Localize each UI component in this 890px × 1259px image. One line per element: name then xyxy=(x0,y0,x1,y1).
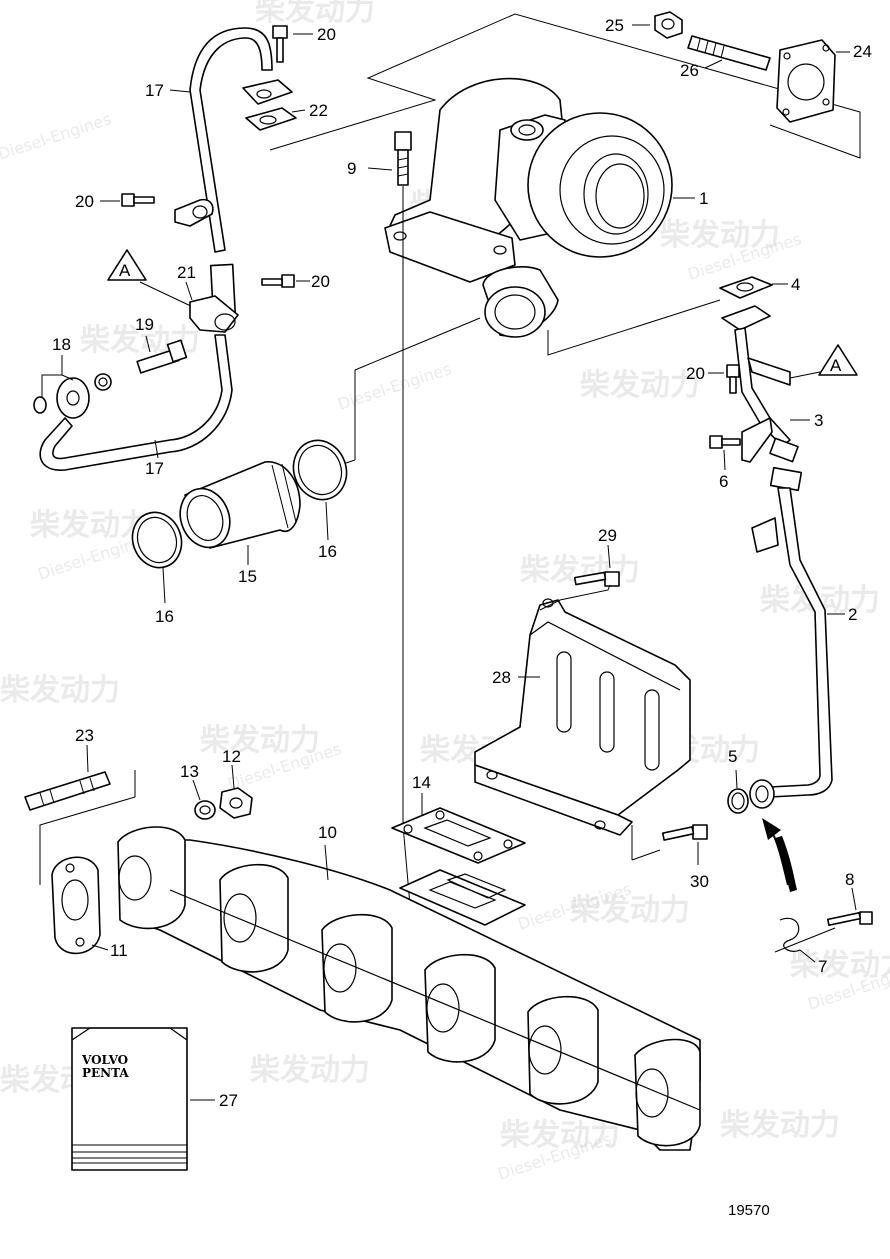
callout-3: 3 xyxy=(814,411,823,430)
callout-18: 18 xyxy=(52,335,71,354)
callout-21: 21 xyxy=(177,263,196,282)
banjo-bolt-19 xyxy=(136,339,188,374)
washer-13 xyxy=(194,800,216,820)
nut-25 xyxy=(654,11,683,39)
callout-24: 24 xyxy=(853,42,872,61)
turbocharger xyxy=(384,77,673,338)
callout-28: 28 xyxy=(492,668,511,687)
gasket-4 xyxy=(719,276,773,299)
callout-16-right: 16 xyxy=(318,542,337,561)
watermark-brand: 柴发动力 xyxy=(570,893,690,928)
callout-20-right: 20 xyxy=(686,364,705,383)
oil-feed-pipe-3 xyxy=(721,305,799,463)
callout-8: 8 xyxy=(845,870,854,889)
callout-13: 13 xyxy=(180,762,199,781)
nut-12 xyxy=(219,787,253,819)
callout-14: 14 xyxy=(412,773,431,792)
clip-7 xyxy=(779,917,801,952)
diagram-reference-number: 19570 xyxy=(728,1202,770,1219)
gasket-11 xyxy=(51,856,101,955)
callout-6: 6 xyxy=(719,472,728,491)
clamp-upper xyxy=(174,198,214,227)
reference-marker-a-left: A xyxy=(107,249,147,281)
direction-arrow xyxy=(762,818,797,892)
watermark-brand: 柴发动力 xyxy=(500,1118,620,1153)
callout-25: 25 xyxy=(605,16,624,35)
callout-23: 23 xyxy=(75,726,94,745)
callout-16-left: 16 xyxy=(155,607,174,626)
banjo-fitting-18 xyxy=(33,373,112,419)
stud-26 xyxy=(687,35,771,71)
stud-9 xyxy=(394,131,412,186)
callout-17-upper: 17 xyxy=(145,81,164,100)
callout-27: 27 xyxy=(219,1091,238,1110)
callout-9: 9 xyxy=(347,159,356,178)
callout-20-mid: 20 xyxy=(311,272,330,291)
callout-29: 29 xyxy=(598,526,617,545)
bolt-20-top xyxy=(272,25,288,63)
marker-a-left-label: A xyxy=(119,261,131,280)
bolt-20-left xyxy=(121,193,155,207)
marker-a-right-label: A xyxy=(830,356,842,375)
callout-7: 7 xyxy=(818,957,827,976)
bolt-30 xyxy=(661,824,708,841)
oil-pipe-17-lower xyxy=(39,334,233,471)
callout-26: 26 xyxy=(680,61,699,80)
heat-shield-28 xyxy=(474,598,691,836)
watermark-brand: 柴发动力 xyxy=(720,1108,840,1143)
oil-feed-pipe-2 xyxy=(749,466,833,809)
callout-20-left: 20 xyxy=(75,192,94,211)
callout-10: 10 xyxy=(318,823,337,842)
exhaust-manifold-10 xyxy=(117,826,701,1151)
bolt-8 xyxy=(826,911,873,927)
oil-pipe-17-upper xyxy=(189,27,293,317)
callout-17-lower: 17 xyxy=(145,459,164,478)
callout-1: 1 xyxy=(699,189,708,208)
o-ring-5 xyxy=(727,788,749,814)
watermark-sub: Diesel-Engines xyxy=(0,109,114,164)
gasket-22 xyxy=(245,107,297,131)
o-ring-16-left xyxy=(131,511,183,569)
bolt-20-mid xyxy=(261,274,295,288)
watermark-brand: 柴发动力 xyxy=(30,508,150,543)
callout-5: 5 xyxy=(728,747,737,766)
volvo-logo-line2: PENTA xyxy=(82,1066,129,1080)
gasket-24 xyxy=(776,39,836,123)
o-ring-16-right xyxy=(292,439,348,501)
watermark-brand: 柴发动力 xyxy=(200,723,320,758)
callout-2: 2 xyxy=(848,605,857,624)
callout-15: 15 xyxy=(238,567,257,586)
reference-marker-a-right: A xyxy=(818,344,858,376)
callout-4: 4 xyxy=(791,275,800,294)
watermark-brand: 柴发动力 xyxy=(580,368,700,403)
watermark-brand: 柴发动力 xyxy=(790,948,890,983)
stud-23 xyxy=(24,771,111,811)
callout-19: 19 xyxy=(135,315,154,334)
gasket-14 xyxy=(391,807,526,864)
callout-11: 11 xyxy=(110,941,128,960)
watermark-brand: 柴发动力 xyxy=(0,673,120,708)
bolt-20-right xyxy=(726,364,740,394)
volvo-logo-line1: VOLVO xyxy=(81,1053,128,1067)
watermark-sub: Diesel-Engines xyxy=(335,359,453,414)
callout-12: 12 xyxy=(222,747,241,766)
bolt-6 xyxy=(709,435,741,449)
watermark-brand: 柴发动力 xyxy=(255,0,375,28)
callout-20-top: 20 xyxy=(317,25,336,44)
bolt-29 xyxy=(573,571,620,587)
connecting-pipe-15 xyxy=(179,461,301,549)
callout-30: 30 xyxy=(690,872,709,891)
callout-22: 22 xyxy=(309,101,328,120)
watermark-brand: 柴发动力 xyxy=(250,1053,370,1088)
watermark-brand: 柴发动力 xyxy=(660,218,780,253)
gasket-kit-bag-27: VOLVO PENTA xyxy=(71,1027,188,1171)
clamp-21 xyxy=(189,295,239,333)
